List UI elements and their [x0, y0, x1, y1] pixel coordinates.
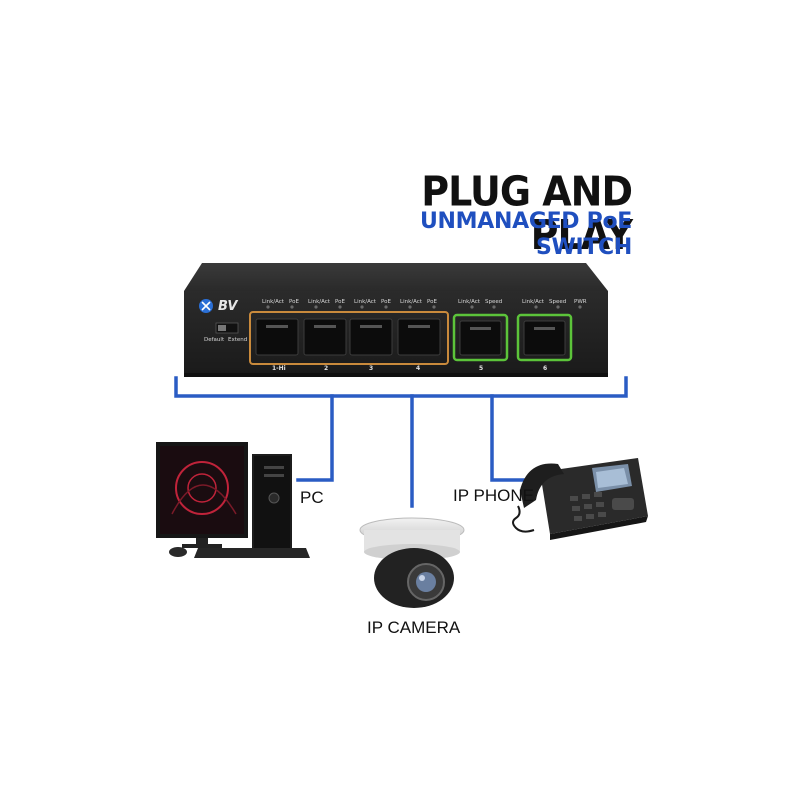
port-number-4: 4 [416, 365, 421, 372]
led-label-poe: PoE [427, 299, 437, 305]
port-number-6: 6 [543, 365, 548, 372]
led-label-poe: PoE [335, 299, 345, 305]
led-label-link: Link/Act [354, 299, 376, 305]
led-label-speed: Speed [549, 299, 567, 305]
led-label-link: Link/Act [522, 299, 544, 305]
port-number-3: 3 [369, 365, 374, 372]
port-number-2: 2 [324, 365, 329, 372]
label-ip-camera: IP CAMERA [367, 618, 461, 637]
led-label-pwr: PWR [574, 299, 587, 305]
led-label-link: Link/Act [262, 299, 284, 305]
led-label-poe: PoE [381, 299, 391, 305]
mode-label-extend: Extend [228, 337, 248, 343]
ip-camera-icon [359, 517, 465, 608]
led-label-speed: Speed [485, 299, 503, 305]
label-pc: PC [300, 488, 324, 507]
pc-icon [156, 442, 310, 558]
ip-phone-icon [512, 458, 648, 540]
switch-body [184, 263, 608, 377]
led-label-link: Link/Act [400, 299, 422, 305]
led-label-poe: PoE [289, 299, 299, 305]
brand-logo: BV [218, 299, 238, 314]
headline-subtitle: UNMANAGED PoE SWITCH [419, 209, 632, 260]
label-ip-phone: IP PHONE [453, 486, 534, 505]
led-label-link: Link/Act [308, 299, 330, 305]
headline-title: PLUG AND PLAY [421, 167, 633, 259]
port-number-5: 5 [479, 365, 484, 372]
mode-label-default: Default [204, 337, 225, 343]
port-number-1: 1-Hi [272, 365, 286, 372]
poe-switch: BV Default Extend Link/Act PoE Link/Act … [176, 255, 612, 380]
led-label-link: Link/Act [458, 299, 480, 305]
